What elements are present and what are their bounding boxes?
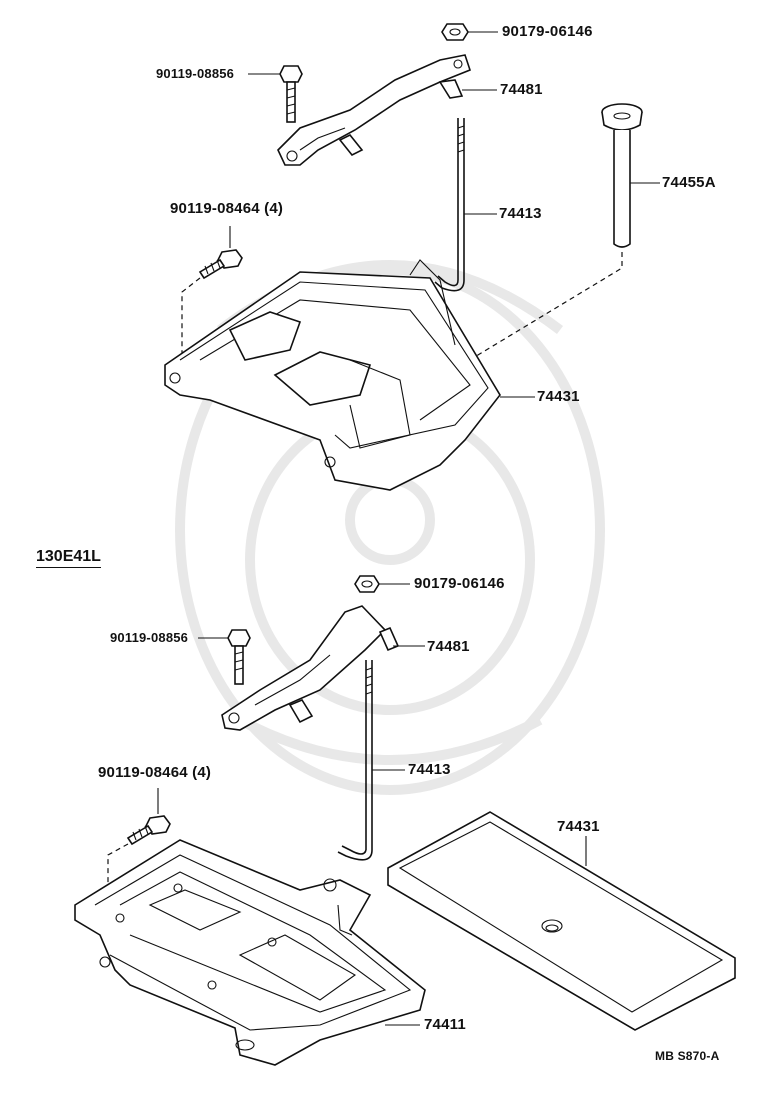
label-nut-upper[interactable]: 90179-06146 bbox=[502, 23, 593, 40]
label-clamp-upper[interactable]: 74481 bbox=[500, 81, 543, 98]
label-nut-lower[interactable]: 90179-06146 bbox=[414, 575, 505, 592]
label-bolt-lower[interactable]: 90119-08856 bbox=[110, 630, 189, 645]
label-rod-upper[interactable]: 74413 bbox=[499, 205, 542, 222]
tray-upper bbox=[164, 259, 535, 491]
label-small-bolt-lower[interactable]: 90119-08464 (4) bbox=[98, 764, 212, 781]
bolt-upper bbox=[248, 65, 303, 123]
label-small-bolt-upper[interactable]: 90119-08464 (4) bbox=[170, 200, 284, 217]
figure-code: MB S870-A bbox=[655, 1049, 720, 1063]
label-tray-upper[interactable]: 74431 bbox=[537, 388, 580, 405]
nut-lower bbox=[354, 575, 410, 593]
long-bolt-upper bbox=[419, 103, 660, 420]
carrier-lower bbox=[74, 839, 426, 1066]
rod-lower bbox=[337, 660, 405, 861]
tray-lower bbox=[387, 811, 736, 1031]
label-tray-lower[interactable]: 74431 bbox=[557, 818, 600, 835]
label-rod-lower[interactable]: 74413 bbox=[408, 761, 451, 778]
label-bolt-upper[interactable]: 90119-08856 bbox=[156, 66, 235, 81]
label-long-bolt-upper[interactable]: 74455A bbox=[662, 174, 716, 191]
clamp-lower bbox=[221, 605, 425, 731]
clamp-upper bbox=[277, 54, 497, 166]
small-bolt-upper bbox=[181, 226, 243, 360]
rod-upper bbox=[434, 118, 497, 292]
bolt-lower bbox=[198, 629, 251, 685]
label-carrier-lower[interactable]: 74411 bbox=[424, 1016, 466, 1033]
section-label-variant: 130E41L bbox=[36, 548, 101, 568]
nut-upper bbox=[441, 23, 498, 41]
label-clamp-lower[interactable]: 74481 bbox=[427, 638, 470, 655]
